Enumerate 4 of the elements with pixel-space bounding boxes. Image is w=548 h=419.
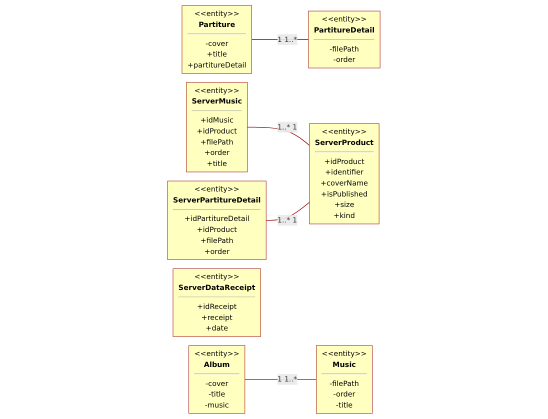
connector [252,39,309,40]
connector [266,202,310,221]
connector [244,379,317,380]
connector [247,126,310,146]
